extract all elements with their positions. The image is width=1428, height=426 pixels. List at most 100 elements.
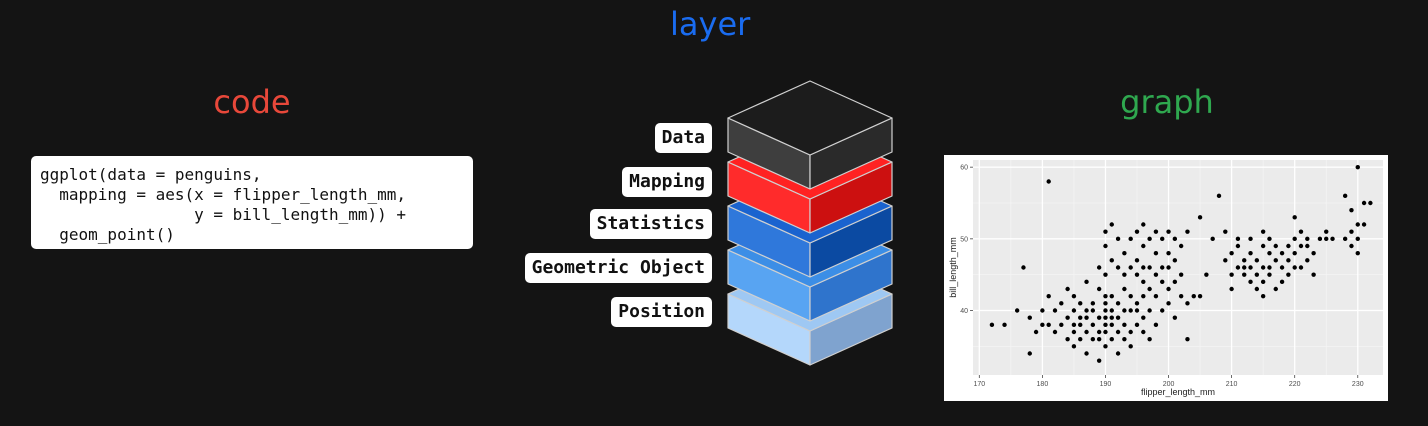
data-point [1292,236,1297,242]
data-point [1147,336,1152,342]
data-point [1267,250,1272,256]
data-point [1223,258,1228,263]
data-point [1178,293,1184,299]
data-point [1084,308,1089,313]
data-point [1078,315,1083,320]
data-point [1242,272,1247,277]
data-point [1286,243,1291,249]
x-tick-label: 210 [1226,381,1238,388]
data-point [1305,258,1310,263]
data-point [1141,265,1146,270]
layer-label-position: Position [611,297,712,327]
data-point [1361,222,1367,227]
data-point [1298,229,1304,234]
data-point [1260,243,1266,249]
layer-stack [727,80,893,366]
data-point [1160,279,1165,285]
y-tick-label: 60 [960,165,968,172]
data-point [1311,250,1316,256]
data-point [1065,286,1070,292]
data-point [1134,308,1140,313]
data-point [1046,293,1051,299]
data-point [1096,336,1102,342]
data-point [1115,301,1121,306]
x-tick-label: 170 [973,381,985,388]
data-point [1191,293,1196,299]
data-point [1166,301,1171,306]
data-point [1166,286,1171,292]
data-point [1103,329,1108,335]
data-point [1103,315,1108,320]
data-point [1141,243,1146,249]
data-point [1141,315,1146,320]
data-point [1248,265,1253,270]
data-point [1286,272,1291,277]
data-point [1324,229,1329,234]
data-point [1279,279,1285,285]
data-point [1052,329,1058,335]
data-point [1229,272,1234,277]
data-point [1059,322,1064,328]
data-point [1109,315,1114,320]
data-point [1128,344,1133,349]
data-point [1273,243,1278,249]
data-point [1185,336,1190,342]
data-point [1103,293,1108,299]
data-point [1147,236,1152,242]
data-point [1109,222,1114,227]
data-point [1317,236,1323,242]
data-point [1153,322,1159,328]
data-point [1141,279,1146,285]
x-tick-label: 200 [1163,381,1175,388]
data-point [1355,250,1360,256]
data-point [1134,322,1140,328]
data-point [1147,286,1152,292]
data-point [1153,293,1159,299]
data-point [1153,250,1159,256]
data-point [1235,236,1241,242]
data-point [1254,272,1260,277]
data-point [1090,322,1096,328]
data-point [1292,215,1297,220]
data-point [1122,336,1127,342]
data-point [1248,236,1253,242]
data-point [1027,351,1032,356]
data-point [1298,265,1304,270]
data-point [1109,308,1114,313]
data-point [1292,250,1297,256]
data-point [1235,243,1241,249]
data-point [1361,200,1367,206]
data-point [1305,243,1310,249]
x-tick-label: 220 [1289,381,1301,388]
data-point [1021,265,1026,270]
data-point [1349,229,1354,234]
data-point [1040,322,1045,328]
data-point [1204,272,1209,277]
data-point [1096,358,1102,363]
code-line: y = bill_length_mm)) + [40,205,407,224]
data-point [1267,265,1272,270]
data-point [1115,351,1121,356]
data-point [1103,301,1108,306]
data-point [1027,315,1032,320]
data-point [1078,301,1083,306]
data-point [1172,236,1178,242]
data-point [1084,279,1089,285]
data-point [1052,308,1058,313]
data-point [1090,336,1096,342]
data-point [1103,308,1108,313]
code-line: geom_point() [40,225,175,244]
data-point [1349,207,1354,213]
data-point [1084,315,1089,320]
data-point [1254,286,1260,292]
data-point [1134,229,1140,234]
layer-heading: layer [670,5,751,43]
data-point [1267,272,1272,277]
data-point [1172,279,1178,285]
data-point [1141,329,1146,335]
data-point [1090,308,1096,313]
data-point [1330,236,1335,242]
data-point [1279,250,1285,256]
data-point [1128,293,1133,299]
data-point [1014,308,1020,313]
